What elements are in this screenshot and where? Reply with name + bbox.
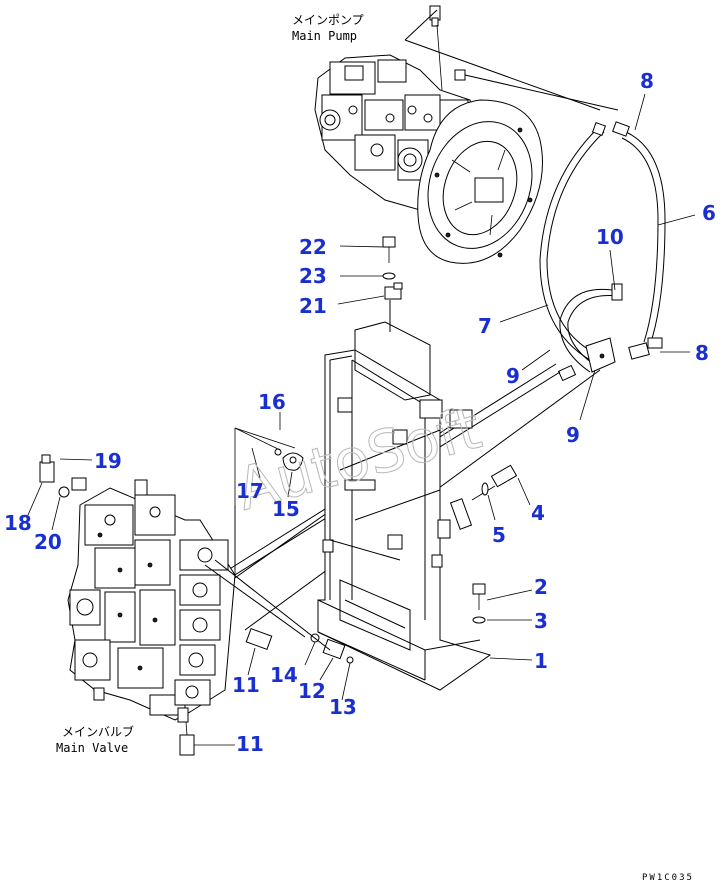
callout-8-right: 8 [695, 341, 709, 365]
callout-3: 3 [534, 609, 548, 633]
figure-code: PW1C035 [642, 873, 694, 883]
callout-9-left: 9 [506, 364, 520, 388]
callout-14: 14 [270, 663, 298, 687]
callout-20: 20 [34, 530, 62, 554]
callout-12: 12 [298, 679, 326, 703]
callout-22: 22 [299, 235, 327, 259]
callout-18: 18 [4, 511, 32, 535]
main-pump-label-en: Main Pump [292, 29, 357, 43]
leader-lines [27, 93, 696, 746]
callout-4: 4 [531, 501, 545, 525]
callout-19: 19 [94, 449, 122, 473]
callout-16: 16 [258, 390, 286, 414]
callout-5: 5 [492, 523, 506, 547]
callout-2: 2 [534, 575, 548, 599]
callouts: 1 2 3 4 5 6 7 8 8 9 9 10 11 11 12 13 14 … [4, 69, 716, 756]
callout-11-bottom: 11 [236, 732, 264, 756]
main-valve-label-jp: メインバルブ [62, 724, 134, 739]
callout-11-right: 11 [232, 673, 260, 697]
callout-10: 10 [596, 225, 624, 249]
main-pump [314, 5, 543, 264]
main-pump-label-jp: メインポンプ [292, 13, 364, 27]
callout-6: 6 [702, 201, 716, 225]
callout-9-right: 9 [566, 423, 580, 447]
main-valve-label-en: Main Valve [56, 741, 128, 755]
bracket-stand [317, 236, 518, 691]
callout-7: 7 [478, 314, 492, 338]
callout-21: 21 [299, 294, 327, 318]
callout-8-top: 8 [640, 69, 654, 93]
callout-15: 15 [272, 497, 300, 521]
callout-17: 17 [236, 479, 264, 503]
callout-23: 23 [299, 264, 327, 288]
callout-1: 1 [534, 649, 548, 673]
callout-13: 13 [329, 695, 357, 719]
main-valve [39, 427, 354, 756]
